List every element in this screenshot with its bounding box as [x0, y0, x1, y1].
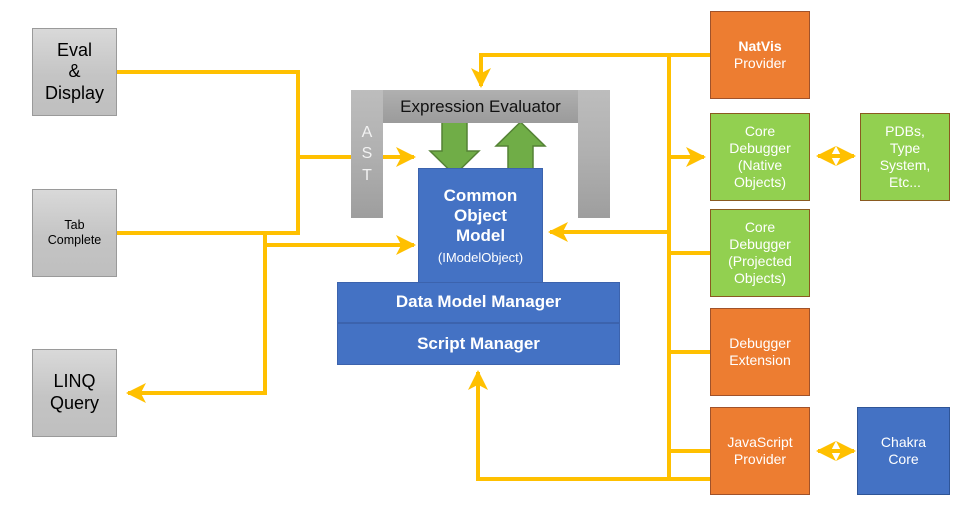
- core-debugger-projected-label: Core Debugger (Projected Objects): [728, 219, 792, 286]
- natvis-provider-line2: Provider: [733, 55, 787, 71]
- provider-box-javascript[interactable]: JavaScript Provider: [710, 407, 810, 495]
- client-box-linq-query[interactable]: LINQ Query: [32, 349, 117, 437]
- wire-javascript-to-script-manager: [468, 370, 710, 481]
- client-label-linq-query: LINQ Query: [49, 371, 100, 413]
- script-manager-label: Script Manager: [417, 333, 540, 353]
- script-manager-box[interactable]: Script Manager: [337, 323, 620, 365]
- client-box-eval-display[interactable]: Eval & Display: [32, 28, 117, 116]
- wire-natvis-to-evaluator: [471, 53, 710, 88]
- expression-evaluator-left-column: A S T: [351, 90, 383, 218]
- wire-eval-to-ast: [117, 70, 300, 157]
- client-box-tab-complete[interactable]: Tab Complete: [32, 189, 117, 277]
- provider-box-natvis[interactable]: NatVis Provider: [710, 11, 810, 99]
- backend-box-chakra-core[interactable]: Chakra Core: [857, 407, 950, 495]
- provider-box-core-debugger-projected[interactable]: Core Debugger (Projected Objects): [710, 209, 810, 297]
- expression-evaluator-right-column: [578, 90, 610, 218]
- expression-evaluator-title-bar: Expression Evaluator: [383, 90, 578, 123]
- ast-letter-s: S: [361, 145, 373, 163]
- backend-box-pdbs-type-system[interactable]: PDBs, Type System, Etc...: [860, 113, 950, 201]
- green-arrow-down-icon: [428, 121, 481, 177]
- data-model-manager-label: Data Model Manager: [395, 292, 562, 312]
- data-model-manager-box[interactable]: Data Model Manager: [337, 282, 620, 323]
- wire-tabcomplete-trunk: [117, 72, 300, 235]
- green-arrow-group: [428, 120, 547, 177]
- common-object-model-box[interactable]: Common Object Model (IModelObject): [418, 168, 543, 283]
- ast-letter-t: T: [362, 166, 372, 184]
- wire-tabcomplete-to-com: [117, 231, 416, 255]
- natvis-provider-line1: NatVis: [738, 38, 782, 55]
- pdbs-type-system-label: PDBs, Type System, Etc...: [879, 123, 931, 190]
- ast-label: A S T: [351, 90, 383, 218]
- ast-letter-a: A: [361, 123, 373, 141]
- common-object-model-title: Common Object Model: [443, 185, 518, 246]
- wire-com-to-linq: [126, 245, 267, 403]
- debugger-extension-label: Debugger Extension: [729, 335, 791, 368]
- expression-evaluator-label: Expression Evaluator: [400, 96, 561, 116]
- client-label-tab-complete: Tab Complete: [47, 218, 102, 247]
- provider-box-debugger-extension[interactable]: Debugger Extension: [710, 308, 810, 396]
- client-label-eval-display: Eval & Display: [44, 39, 105, 103]
- chakra-core-label: Chakra Core: [880, 434, 927, 467]
- common-object-model-interface: (IModelObject): [437, 249, 524, 265]
- javascript-provider-label: JavaScript Provider: [727, 434, 793, 467]
- provider-box-core-debugger-native[interactable]: Core Debugger (Native Objects): [710, 113, 810, 201]
- core-debugger-native-label: Core Debugger (Native Objects): [729, 123, 791, 190]
